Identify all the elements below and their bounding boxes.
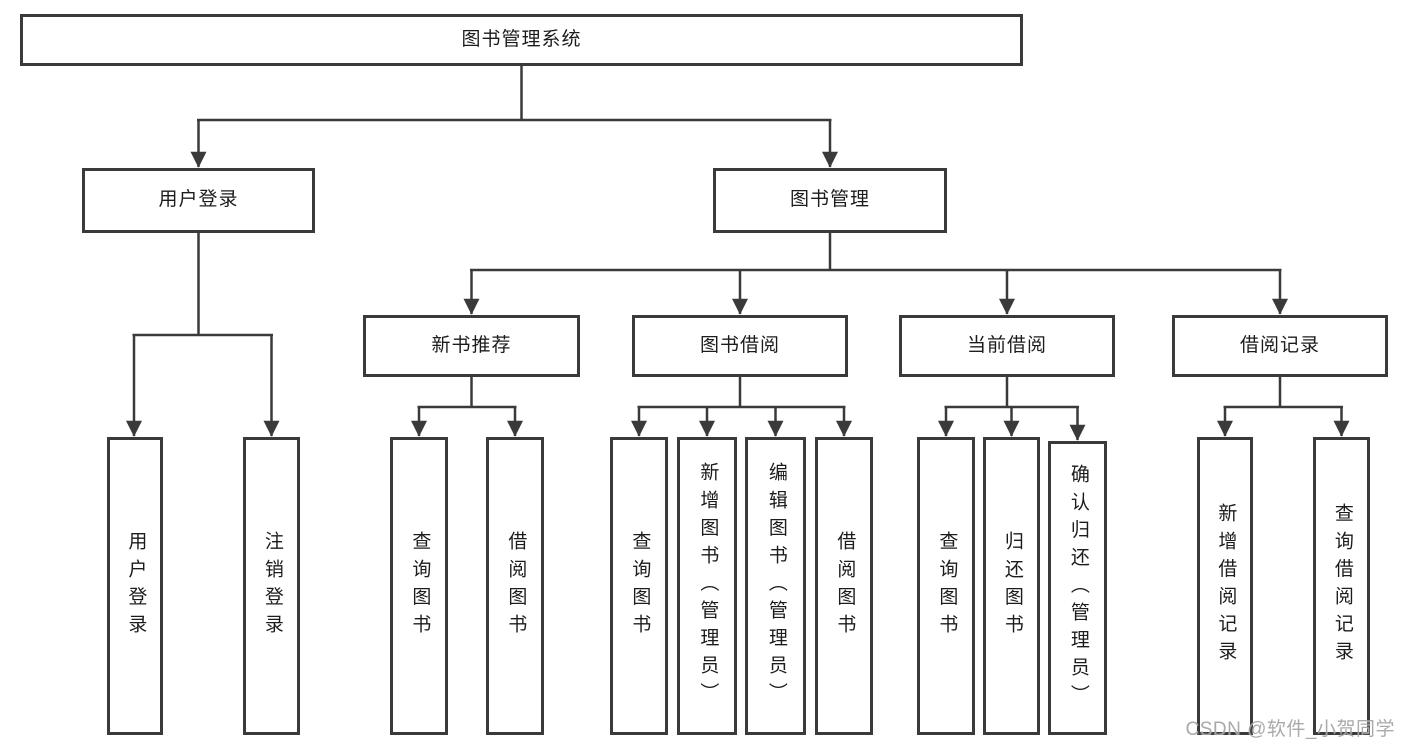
node-leaf-edit-book-admin: 编辑图书（管理员） [745,437,806,735]
node-leaf-user-login: 用户登录 [107,437,163,735]
leaf-label: 借阅图书 [505,530,527,642]
node-root: 图书管理系统 [20,14,1023,66]
node-leaf-query-book-3: 查询图书 [917,437,975,735]
node-book-mgmt-label: 图书管理 [789,189,870,211]
leaf-label: 查询图书 [409,530,431,642]
leaf-label: 归还图书 [1001,530,1023,642]
node-current-borrow-label: 当前借阅 [966,334,1047,356]
leaf-label: 查询图书 [936,530,958,642]
leaf-label: 查询图书 [629,530,651,642]
node-new-book-rec: 新书推荐 [363,315,580,377]
node-current-borrow: 当前借阅 [899,315,1115,377]
leaf-label: 确认归还（管理员） [1067,464,1089,712]
leaf-label: 编辑图书（管理员） [765,462,787,710]
node-borrow-record: 借阅记录 [1172,315,1388,377]
node-borrow-record-label: 借阅记录 [1239,334,1320,356]
node-new-book-rec-label: 新书推荐 [431,334,512,356]
node-user-login: 用户登录 [82,168,315,233]
node-leaf-borrow-book-1: 借阅图书 [486,437,544,735]
leaf-label: 注销登录 [261,530,283,642]
node-leaf-query-book-1: 查询图书 [390,437,448,735]
node-leaf-logout: 注销登录 [243,437,300,735]
node-leaf-return-book: 归还图书 [983,437,1040,735]
node-leaf-query-book-2: 查询图书 [610,437,668,735]
node-leaf-add-book-admin: 新增图书（管理员） [677,437,737,735]
leaf-label: 查询借阅记录 [1331,503,1353,669]
node-book-borrow: 图书借阅 [632,315,848,377]
node-leaf-query-borrow-record: 查询借阅记录 [1313,437,1370,735]
leaf-label: 新增图书（管理员） [697,462,719,710]
node-leaf-borrow-book-2: 借阅图书 [815,437,873,735]
node-book-borrow-label: 图书借阅 [699,334,780,356]
node-book-mgmt: 图书管理 [713,168,947,233]
leaf-label: 借阅图书 [834,530,856,642]
node-root-label: 图书管理系统 [461,28,582,50]
leaf-label: 用户登录 [125,530,147,642]
node-leaf-add-borrow-record: 新增借阅记录 [1197,437,1253,735]
node-leaf-confirm-return-admin: 确认归还（管理员） [1048,441,1107,735]
leaf-label: 新增借阅记录 [1215,503,1237,669]
node-user-login-label: 用户登录 [158,189,239,211]
csdn-watermark: CSDN @软件_小贺同学 [1185,719,1395,740]
